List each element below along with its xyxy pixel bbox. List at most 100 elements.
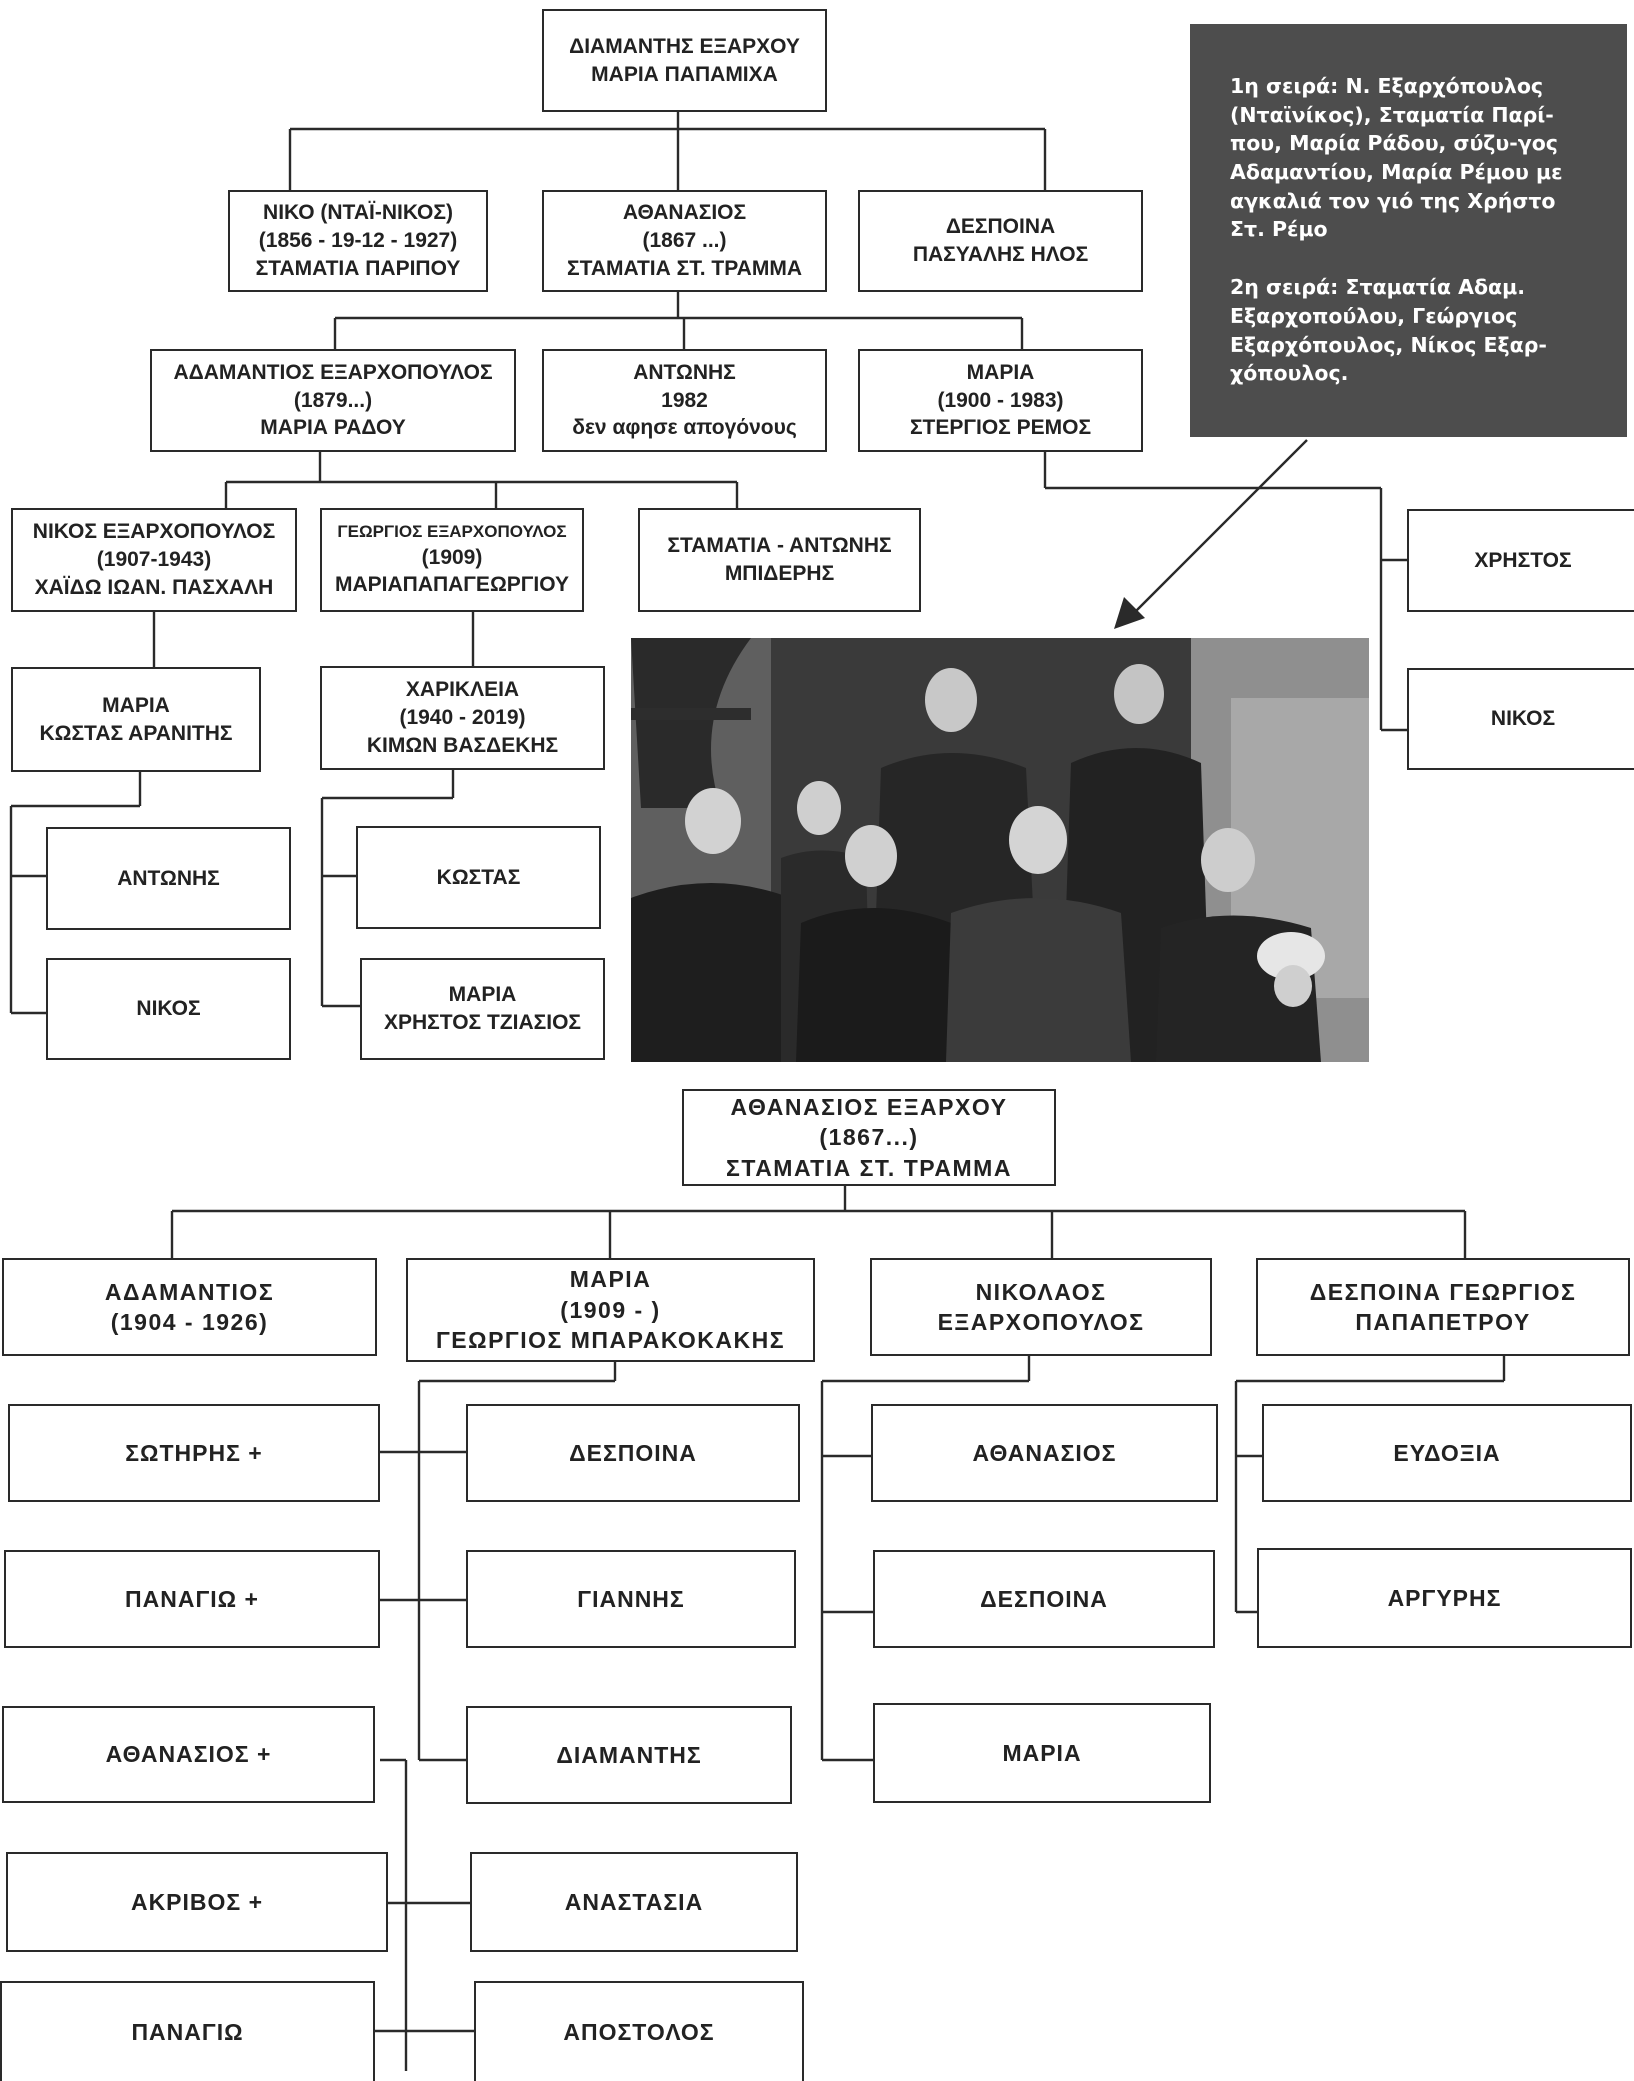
pointer-arrow-icon xyxy=(1114,597,1145,629)
photo-caption: 1η σειρά: Ν. Εξαρχόπουλος (Νταϊνίκος), Σ… xyxy=(1190,24,1627,437)
tree2-adamantios-dates: (1904 - 1926) xyxy=(110,1309,269,1335)
antonis-name: ΑΝΤΩΝΗΣ xyxy=(633,360,736,384)
nikos-spouse: ΧΑΪΔΩ ΙΩΑΝ. ΠΑΣΧΑΛΗ xyxy=(34,575,274,599)
tree1-georgios-exarchopoulos: ΓΕΩΡΓΙΟΣ ΕΞΑΡΧΟΠΟΥΛΟΣ (1909) ΜΑΡΙΑΠΑΠΑΓΕ… xyxy=(320,508,584,612)
tree2-despoina-child-evdoxia: ΕΥΔΟΞΙΑ xyxy=(1262,1404,1632,1502)
stamatia-name: ΣΤΑΜΑΤΙΑ - ΑΝΤΩΝΗΣ xyxy=(667,534,892,558)
charikleia-dates: (1940 - 2019) xyxy=(399,706,526,730)
adamantios-name: ΑΔΑΜΑΝΤΙΟΣ ΕΞΑΡΧΟΠΟΥΛΟΣ xyxy=(173,360,493,384)
tree2-maria-child-diamantis: ΔΙΑΜΑΝΤΗΣ xyxy=(466,1706,792,1804)
tree1-nikos-remos: ΝΙΚΟΣ xyxy=(1407,668,1634,770)
tree2-despoina-child-argyris: ΑΡΓΥΡΗΣ xyxy=(1257,1548,1632,1648)
maria-spouse: ΣΤΕΡΓΙΟΣ ΡΕΜΟΣ xyxy=(909,416,1092,440)
tree2-panagio-2: ΠΑΝΑΓΙΩ xyxy=(0,1981,375,2081)
tree1-charikleia: ΧΑΡΙΚΛΕΙΑ (1940 - 2019) ΚΙΜΩΝ ΒΑΣΔΕΚΗΣ xyxy=(320,666,605,770)
tree2-maria-dates: (1909 - ) xyxy=(560,1296,661,1323)
maria-dates: (1900 - 1983) xyxy=(937,388,1064,412)
maria-aranitis-name: ΜΑΡΙΑ xyxy=(102,693,170,717)
tree2-despoina: ΔΕΣΠΟΙΝΑ ΓΕΩΡΓΙΟΣ ΠΑΠΑΠΕΤΡΟΥ xyxy=(1256,1258,1630,1356)
nikos-dates: (1907-1943) xyxy=(96,548,212,572)
maria-child-giannis-name: ΓΙΑΝΝΗΣ xyxy=(577,1585,685,1612)
niko-spouse: ΣΤΑΜΑΤΙΑ ΠΑΡΙΠΟΥ xyxy=(255,256,461,280)
athanasios-dates: (1867 ...) xyxy=(642,229,727,253)
tree1-maria-tziasios: ΜΑΡΙΑ ΧΡΗΣΤΟΣ ΤΖΙΑΣΙΟΣ xyxy=(360,958,605,1060)
athanasios-spouse: ΣΤΑΜΑΤΙΑ ΣΤ. ΤΡΑΜΜΑ xyxy=(567,256,802,280)
maria-name: ΜΑΡΙΑ xyxy=(966,360,1035,384)
niko-dates: (1856 - 19-12 - 1927) xyxy=(258,229,458,253)
maria-tziasios-spouse: ΧΡΗΣΤΟΣ ΤΖΙΑΣΙΟΣ xyxy=(383,1011,582,1034)
caption-row2: 2η σειρά: Σταματία Αδαμ. Εξαρχοπούλου, Γ… xyxy=(1230,275,1547,386)
tree2-root: ΑΘΑΝΑΣΙΟΣ ΕΞΑΡΧΟΥ (1867...) ΣΤΑΜΑΤΙΑ ΣΤ.… xyxy=(682,1089,1056,1186)
tree2-despoina-name: ΔΕΣΠΟΙΝΑ ΓΕΩΡΓΙΟΣ xyxy=(1309,1278,1577,1305)
tree2-root-dates: (1867...) xyxy=(819,1124,919,1151)
panagio2-name: ΠΑΝΑΓΙΩ xyxy=(131,2018,244,2045)
tree1-christos: ΧΡΗΣΤΟΣ xyxy=(1407,509,1634,612)
tree1-child-athanasios: ΑΘΑΝΑΣΙΟΣ (1867 ...) ΣΤΑΜΑΤΙΑ ΣΤ. ΤΡΑΜΜΑ xyxy=(542,190,827,292)
tree1-maria-remos: ΜΑΡΙΑ (1900 - 1983) ΣΤΕΡΓΙΟΣ ΡΕΜΟΣ xyxy=(858,349,1143,452)
tree2-nikolaos-child-maria: ΜΑΡΙΑ xyxy=(873,1703,1211,1803)
charikleia-spouse: ΚΙΜΩΝ ΒΑΣΔΕΚΗΣ xyxy=(366,733,559,757)
tree2-nikolaos-child-despoina: ΔΕΣΠΟΙΝΑ xyxy=(873,1550,1215,1648)
tree1-root: ΔΙΑΜΑΝΤΗΣ ΕΞΑΡΧΟΥ ΜΑΡΙΑ ΠΑΠΑΜΙΧΑ xyxy=(542,9,827,112)
antonis-year: 1982 xyxy=(661,388,708,412)
tree2-nikolaos-name: ΝΙΚΟΛΑΟΣ xyxy=(975,1278,1107,1305)
tree2-nikolaos: ΝΙΚΟΛΑΟΣ ΕΞΑΡΧΟΠΟΥΛΟΣ xyxy=(870,1258,1212,1356)
tree1-antonis: ΑΝΤΩΝΗΣ 1982 δεν αφησε απογόνους xyxy=(542,349,827,452)
nikolaos-child-despoina-name: ΔΕΣΠΟΙΝΑ xyxy=(980,1585,1108,1612)
panagio-name: ΠΑΝΑΓΙΩ + xyxy=(125,1585,259,1612)
georgios-spouse: ΜΑΡΙΑΠΑΠΑΓΕΩΡΓΙΟΥ xyxy=(334,573,569,597)
sotiris-name: ΣΩΤΗΡΗΣ + xyxy=(125,1439,263,1466)
niko-name: ΝΙΚΟ (ΝΤΑΪ-ΝΙΚΟΣ) xyxy=(263,201,453,225)
tree1-antonis-grandchild: ΑΝΤΩΝΗΣ xyxy=(46,827,291,930)
despoina-child-argyris-name: ΑΡΓΥΡΗΣ xyxy=(1387,1584,1502,1611)
georgios-year: (1909) xyxy=(421,545,483,569)
tree2-nikolaos-child-athanasios: ΑΘΑΝΑΣΙΟΣ xyxy=(871,1404,1218,1502)
tree1-nikos-exarchopoulos: ΝΙΚΟΣ ΕΞΑΡΧΟΠΟΥΛΟΣ (1907-1943) ΧΑΪΔΩ ΙΩΑ… xyxy=(11,508,297,612)
tree1-kostas: ΚΩΣΤΑΣ xyxy=(356,826,601,929)
tree2-nikolaos-surname: ΕΞΑΡΧΟΠΟΥΛΟΣ xyxy=(937,1309,1145,1335)
nikos-remos-name: ΝΙΚΟΣ xyxy=(1490,707,1556,731)
antonis-grandchild-name: ΑΝΤΩΝΗΣ xyxy=(117,866,220,890)
caption-row1: 1η σειρά: Ν. Εξαρχόπουλος (Νταϊνίκος), Σ… xyxy=(1230,74,1563,242)
tree2-maria-child-apostolos: ΑΠΟΣΤΟΛΟΣ xyxy=(474,1981,804,2081)
athanasios2-name: ΑΘΑΝΑΣΙΟΣ + xyxy=(105,1741,272,1768)
charikleia-name: ΧΑΡΙΚΛΕΙΑ xyxy=(405,678,520,702)
nikolaos-child-maria-name: ΜΑΡΙΑ xyxy=(1002,1739,1082,1766)
tree1-nikos-grandchild: ΝΙΚΟΣ xyxy=(46,958,291,1060)
tree2-maria-child-despoina: ΔΕΣΠΟΙΝΑ xyxy=(466,1404,800,1502)
tree2-root-spouse: ΣΤΑΜΑΤΙΑ ΣΤ. ΤΡΑΜΜΑ xyxy=(726,1154,1012,1181)
tree2-adamantios-name: ΑΔΑΜΑΝΤΙΟΣ xyxy=(104,1278,275,1305)
tree2-panagio: ΠΑΝΑΓΙΩ + xyxy=(4,1550,380,1648)
tree2-maria-child-giannis: ΓΙΑΝΝΗΣ xyxy=(466,1550,796,1648)
maria-child-despoina-name: ΔΕΣΠΟΙΝΑ xyxy=(569,1439,697,1466)
tree2-maria: ΜΑΡΙΑ (1909 - ) ΓΕΩΡΓΙΟΣ ΜΠΑΡΑΚΟΚΑΚΗΣ xyxy=(406,1258,815,1362)
athanasios-name: ΑΘΑΝΑΣΙΟΣ xyxy=(622,201,747,225)
tree1-stamatia-antonis: ΣΤΑΜΑΤΙΑ - ΑΝΤΩΝΗΣ ΜΠΙΔΕΡΗΣ xyxy=(638,508,921,612)
georgios-name: ΓΕΩΡΓΙΟΣ ΕΞΑΡΧΟΠΟΥΛΟΣ xyxy=(337,522,567,542)
tree2-adamantios: ΑΔΑΜΑΝΤΙΟΣ (1904 - 1926) xyxy=(2,1258,377,1356)
maria-child-diamantis-name: ΔΙΑΜΑΝΤΗΣ xyxy=(556,1741,702,1768)
tree1-child-despoina: ΔΕΣΠΟΙΝΑ ΠΑΣΥΑΛΗΣ ΗΛΟΣ xyxy=(858,190,1143,292)
nikolaos-child-athanasios-name: ΑΘΑΝΑΣΙΟΣ xyxy=(972,1439,1117,1466)
kostas-name: ΚΩΣΤΑΣ xyxy=(436,865,521,889)
tree1-root-line1: ΔΙΑΜΑΝΤΗΣ ΕΞΑΡΧΟΥ xyxy=(569,34,800,58)
tree1-maria-aranitis: ΜΑΡΙΑ ΚΩΣΤΑΣ ΑΡΑΝΙΤΗΣ xyxy=(11,667,261,772)
tree2-maria-spouse: ΓΕΩΡΓΙΟΣ ΜΠΑΡΑΚΟΚΑΚΗΣ xyxy=(435,1327,786,1354)
tree1-adamantios: ΑΔΑΜΑΝΤΙΟΣ ΕΞΑΡΧΟΠΟΥΛΟΣ (1879...) ΜΑΡΙΑ … xyxy=(150,349,516,452)
tree2-akrivos: ΑΚΡΙΒΟΣ + xyxy=(6,1852,388,1952)
tree1-root-line2: ΜΑΡΙΑ ΠΑΠΑΜΙΧΑ xyxy=(591,62,778,86)
tree2-athanasios: ΑΘΑΝΑΣΙΟΣ + xyxy=(2,1706,375,1803)
antonis-note: δεν αφησε απογόνους xyxy=(572,416,797,440)
maria-tziasios-name: ΜΑΡΙΑ xyxy=(448,983,517,1007)
tree2-maria-name: ΜΑΡΙΑ xyxy=(569,1266,652,1293)
stamatia-surname: ΜΠΙΔΕΡΗΣ xyxy=(724,562,835,585)
despoina-child-evdoxia-name: ΕΥΔΟΞΙΑ xyxy=(1393,1439,1501,1466)
nikos-grandchild-name: ΝΙΚΟΣ xyxy=(136,997,201,1021)
maria-aranitis-spouse: ΚΩΣΤΑΣ ΑΡΑΝΙΤΗΣ xyxy=(39,721,233,745)
despoina-spouse: ΠΑΣΥΑΛΗΣ ΗΛΟΣ xyxy=(912,243,1089,266)
maria-child-anastasia-name: ΑΝΑΣΤΑΣΙΑ xyxy=(564,1888,704,1915)
maria-child-apostolos-name: ΑΠΟΣΤΟΛΟΣ xyxy=(563,2018,715,2045)
tree2-maria-child-anastasia: ΑΝΑΣΤΑΣΙΑ xyxy=(470,1852,798,1952)
adamantios-dates: (1879...) xyxy=(293,388,373,412)
